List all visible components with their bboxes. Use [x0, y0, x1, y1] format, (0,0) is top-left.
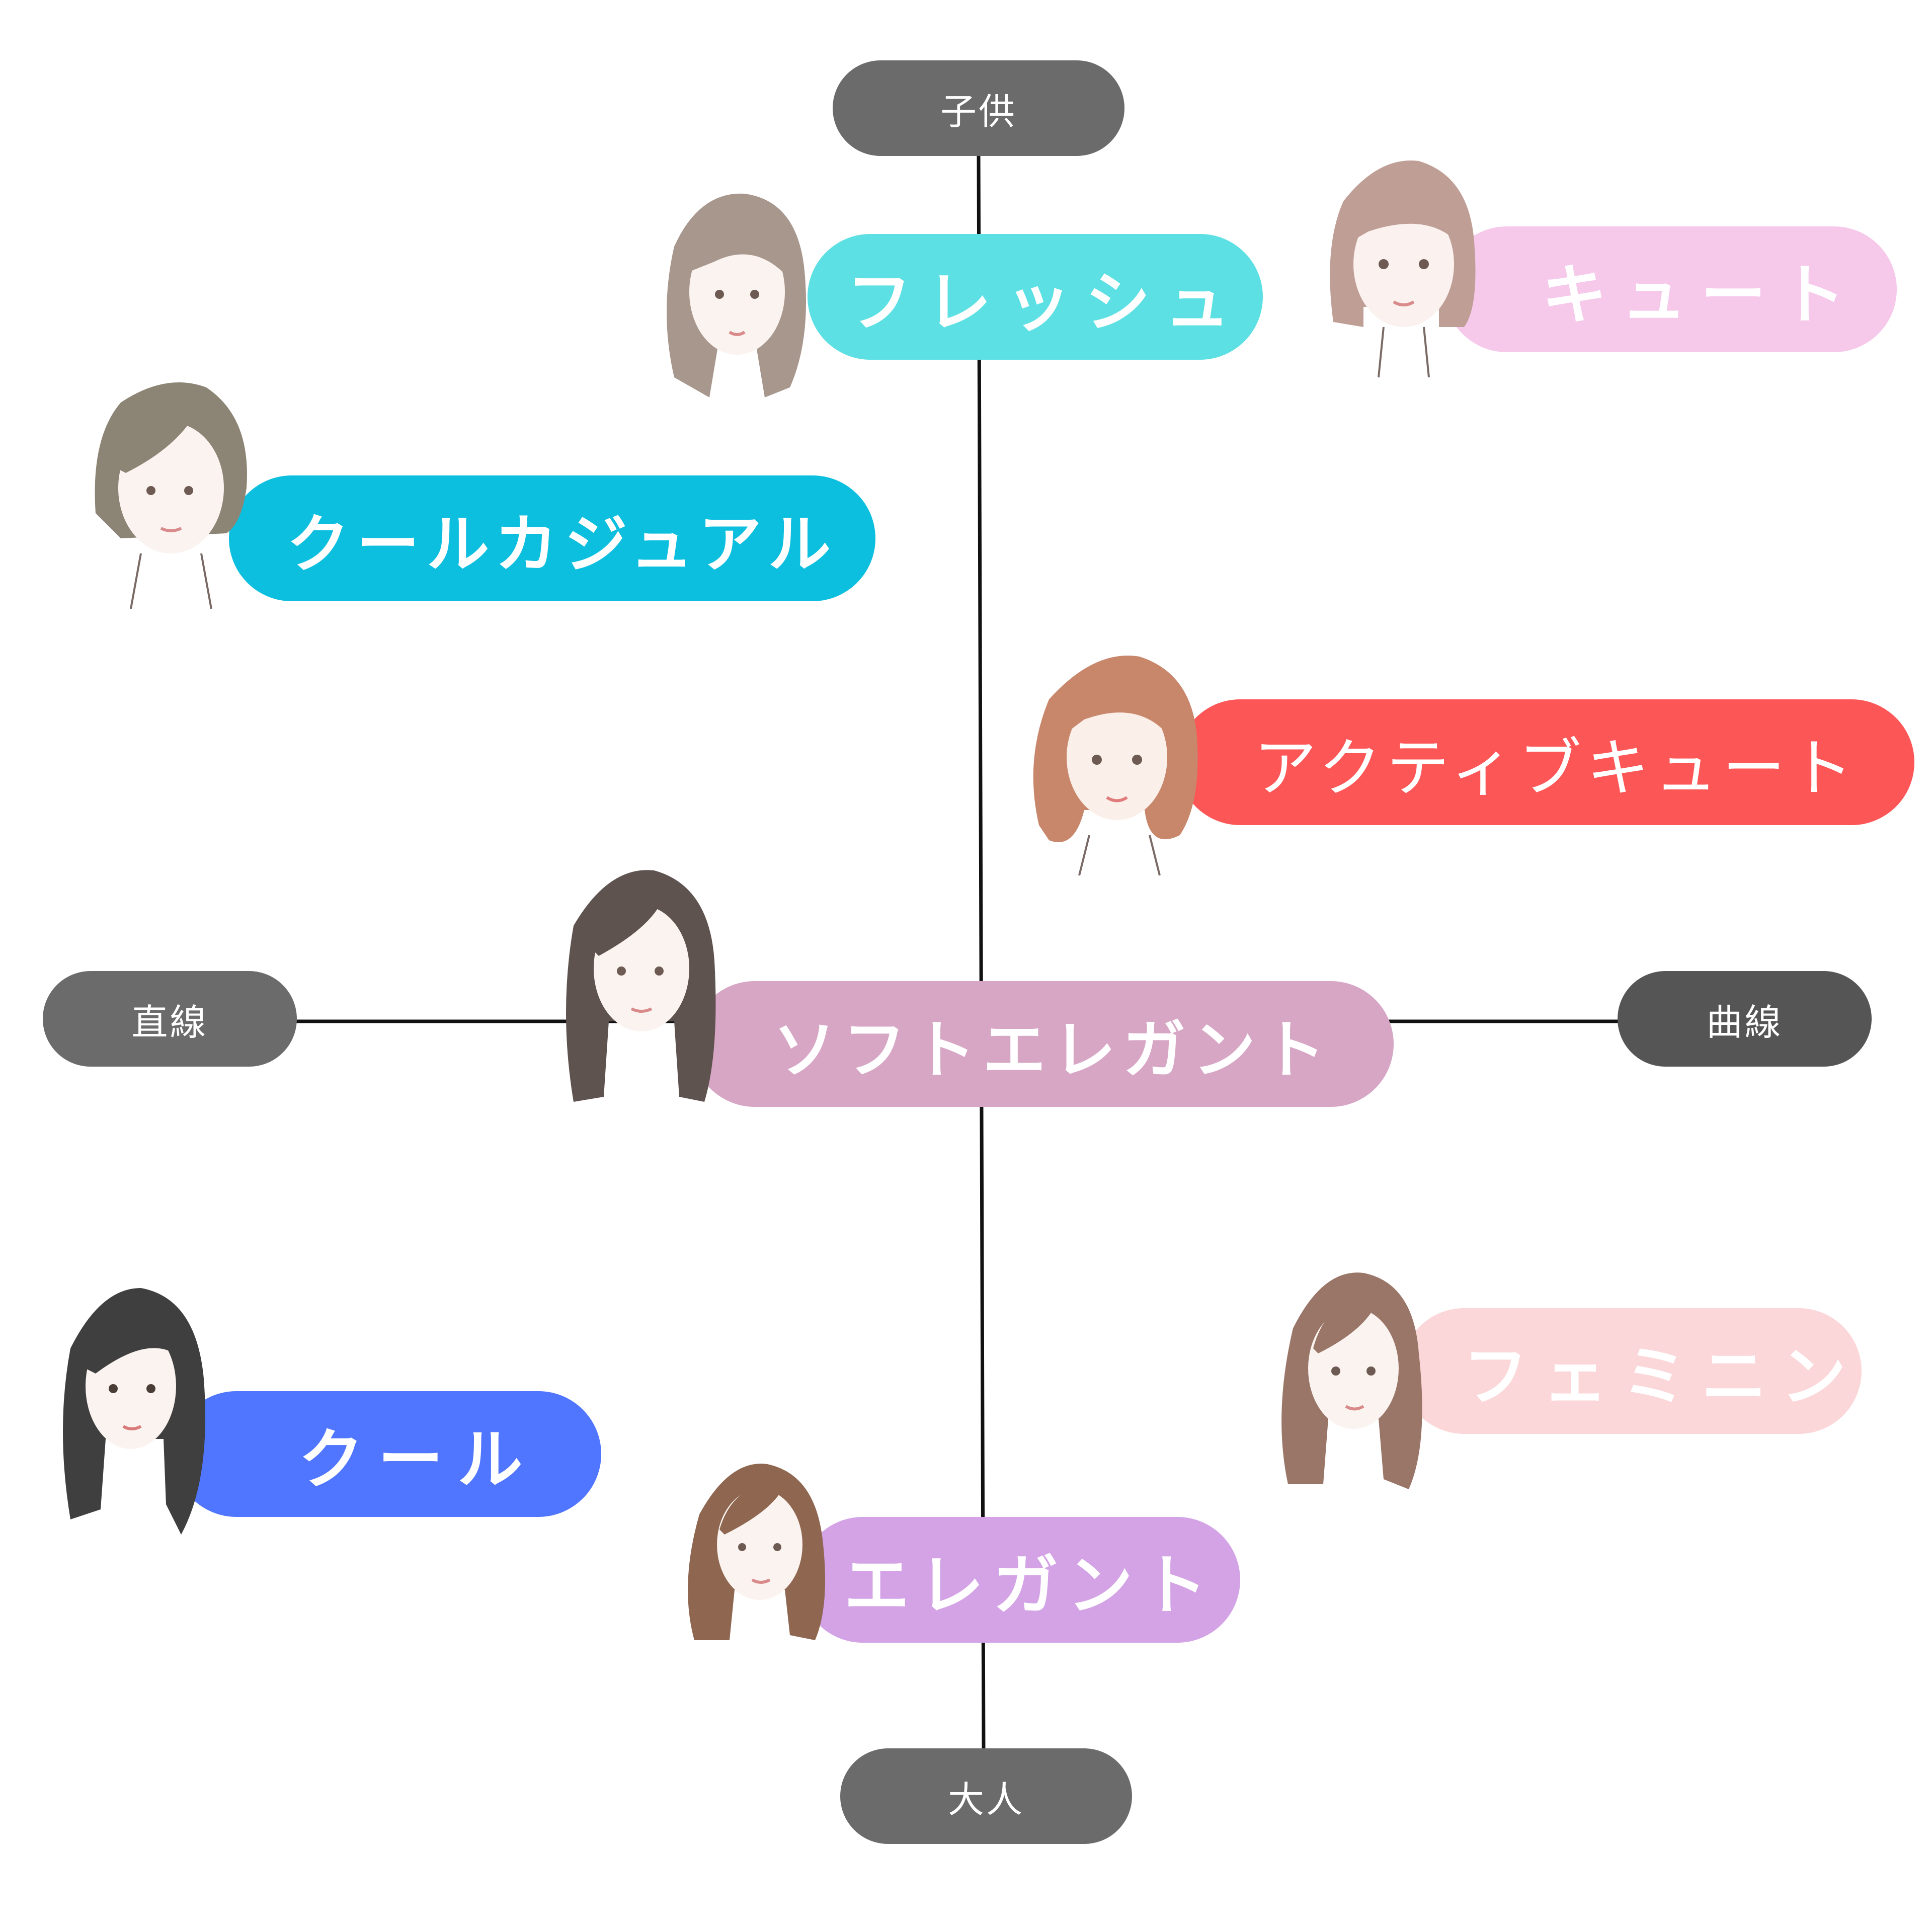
axis-label-right: 曲線: [1618, 971, 1872, 1067]
vertical-axis-line: [977, 155, 986, 1751]
type-fresh: フレッシュ: [808, 234, 1263, 360]
type-cool-casual: クールカジュアル: [229, 475, 875, 601]
type-soft-elegant: ソフトエレガント: [692, 981, 1394, 1107]
axis-label-top: 子供: [833, 60, 1124, 156]
face-soft-elegant-illustration: [566, 870, 716, 1102]
type-cool: クール: [174, 1391, 601, 1517]
type-cute: キュート: [1444, 226, 1897, 352]
face-cute-illustration: [1330, 160, 1476, 378]
type-feminine: フェミニン: [1401, 1308, 1862, 1434]
face-cool-casual-illustration: [95, 382, 248, 609]
face-active-cute-illustration: [1033, 656, 1198, 876]
face-cool-illustration: [63, 1288, 205, 1535]
face-feminine-illustration: [1281, 1272, 1422, 1489]
type-active-cute: アクティブキュート: [1177, 699, 1914, 825]
axis-label-left: 直線: [43, 971, 297, 1067]
face-elegant-illustration: [688, 1464, 825, 1640]
axis-label-bottom: 大人: [840, 1748, 1132, 1844]
face-fresh-illustration: [667, 193, 806, 397]
type-elegant: エレガント: [800, 1517, 1240, 1643]
